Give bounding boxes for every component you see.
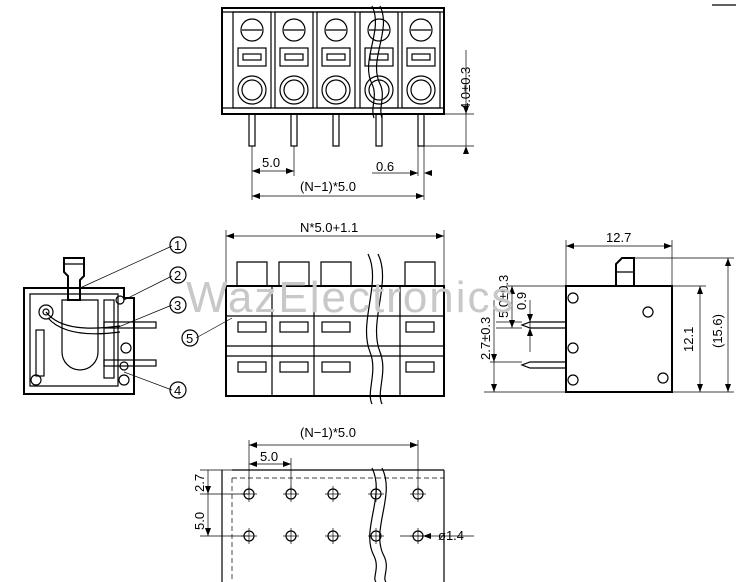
break-line: [367, 5, 377, 119]
top-view-body: [221, 7, 445, 115]
dim-pcb-pitch: 5.0: [260, 449, 278, 464]
callout-5: 5: [181, 329, 199, 347]
top-view-cell-5: [401, 11, 441, 109]
dim-side-height-inner: 12.1: [681, 327, 696, 352]
top-view-cell-3: [316, 11, 356, 109]
dim-pcb-hole: ø1.4: [438, 528, 464, 543]
callout-1: 1: [169, 236, 187, 254]
top-view-pins: [248, 113, 425, 147]
dim-side-length: 12.7: [606, 230, 631, 245]
svg-text:3: 3: [174, 298, 181, 313]
callout-3: 3: [169, 296, 187, 314]
svg-text:2: 2: [174, 268, 181, 283]
pcb-footprint: [200, 440, 474, 582]
dim-side-c: 2.7±0.3: [478, 317, 493, 360]
svg-text:1: 1: [174, 238, 181, 253]
dim-front-width: N*5.0+1.1: [300, 220, 358, 235]
dim-top-pitch: 5.0: [262, 155, 280, 170]
watermark: WazElectronics: [186, 273, 516, 322]
dim-top-pin-width: 0.6: [376, 159, 394, 174]
svg-text:5: 5: [186, 331, 193, 346]
callout-2: 2: [169, 266, 187, 284]
pcb-holes-row-2: [241, 528, 426, 544]
dim-side-height-outer: (15.6): [710, 314, 725, 348]
svg-text:4: 4: [174, 383, 181, 398]
top-view-cell-4: [359, 11, 399, 109]
dim-pcb-span: (N−1)*5.0: [300, 425, 356, 440]
dim-side-a: 5.0±0.3: [496, 275, 511, 318]
dim-pcb-row-offset: 2.7: [192, 474, 207, 492]
side-view: [484, 240, 734, 393]
dim-pcb-row-pitch: 5.0: [192, 512, 207, 530]
dim-top-span: (N−1)*5.0: [300, 179, 356, 194]
callout-4: 4: [169, 381, 187, 399]
top-view-cell-1: [232, 11, 272, 109]
top-view-cell-2: [274, 11, 314, 109]
front-view: [225, 230, 445, 405]
pcb-holes-row-1: [241, 486, 426, 502]
top-view: [221, 5, 474, 200]
dim-side-b: 0.9: [514, 292, 529, 310]
section-view: [23, 257, 157, 395]
dim-top-height: 4.0±0.3: [458, 67, 473, 110]
